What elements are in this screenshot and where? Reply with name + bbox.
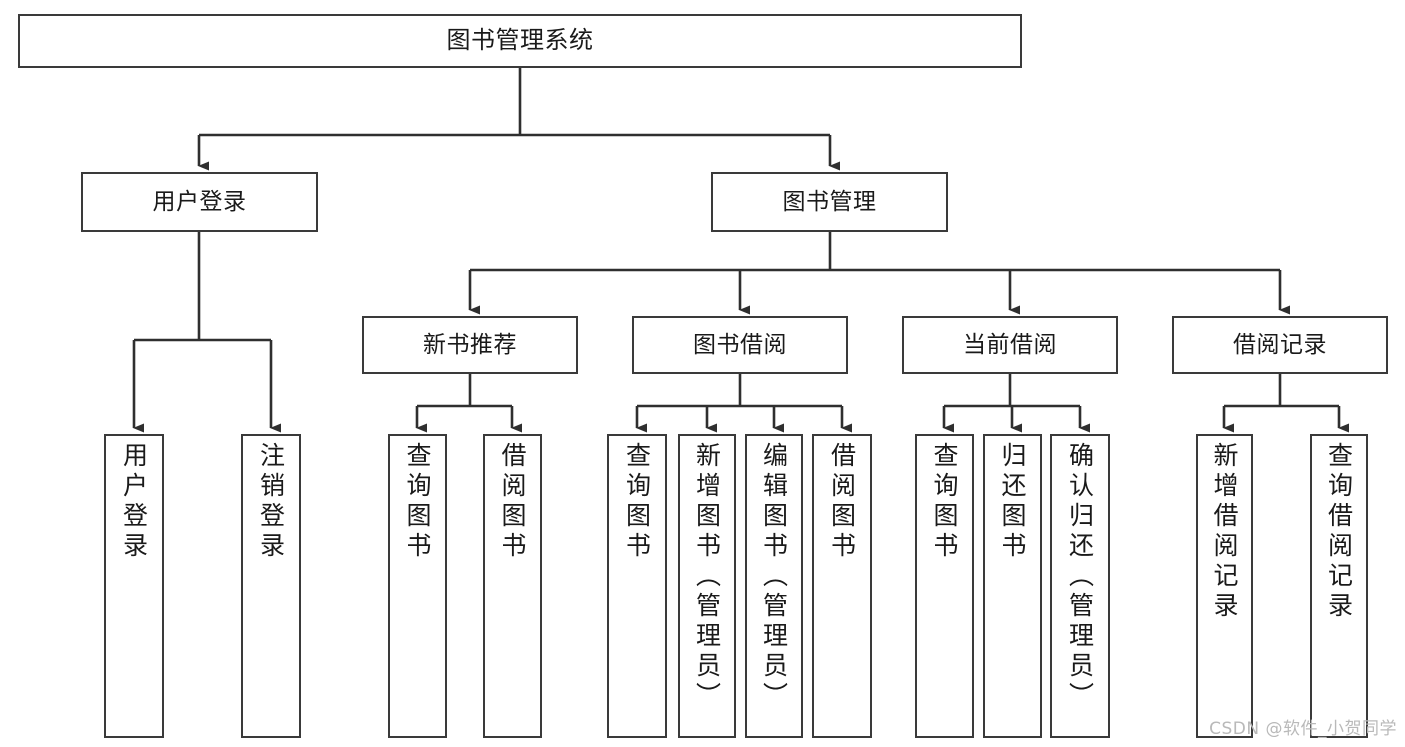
node-return-book[interactable]: 归还图书 (983, 434, 1042, 738)
node-logout[interactable]: 注销登录 (241, 434, 301, 738)
node-label: 查询借阅记录 (1324, 442, 1354, 622)
node-label: 当前借阅 (963, 331, 1057, 358)
node-edit-book-admin[interactable]: 编辑图书（管理员） (745, 434, 803, 738)
node-borrow-book-1[interactable]: 借阅图书 (483, 434, 542, 738)
node-label: 借阅记录 (1233, 331, 1327, 358)
node-add-book-admin[interactable]: 新增图书（管理员） (678, 434, 736, 738)
node-new-book-recommend[interactable]: 新书推荐 (362, 316, 578, 374)
csdn-watermark: CSDN @软件_小贺同学 (1209, 719, 1397, 739)
node-add-borrow-record[interactable]: 新增借阅记录 (1196, 434, 1253, 738)
node-book-borrow[interactable]: 图书借阅 (632, 316, 848, 374)
node-current-borrow[interactable]: 当前借阅 (902, 316, 1118, 374)
node-label: 查询图书 (930, 442, 959, 562)
node-book-management-system[interactable]: 图书管理系统 (18, 14, 1022, 68)
node-label: 确认归还（管理员） (1065, 442, 1095, 712)
node-query-book-1[interactable]: 查询图书 (388, 434, 447, 738)
node-label: 新增图书（管理员） (692, 442, 722, 712)
node-label: 新书推荐 (423, 331, 517, 358)
node-label: 用户登录 (119, 442, 149, 562)
node-query-borrow-record[interactable]: 查询借阅记录 (1310, 434, 1368, 738)
node-label: 查询图书 (403, 442, 432, 562)
node-label: 图书借阅 (693, 331, 787, 358)
node-book-management[interactable]: 图书管理 (711, 172, 948, 232)
node-borrow-book-2[interactable]: 借阅图书 (812, 434, 872, 738)
node-label: 用户登录 (152, 188, 247, 215)
node-label: 归还图书 (998, 442, 1027, 562)
node-login[interactable]: 用户登录 (104, 434, 164, 738)
node-label: 图书管理 (782, 188, 877, 215)
node-label: 借阅图书 (498, 442, 527, 562)
node-user-login[interactable]: 用户登录 (81, 172, 318, 232)
node-query-book-2[interactable]: 查询图书 (607, 434, 667, 738)
node-label: 注销登录 (256, 442, 286, 562)
node-query-book-3[interactable]: 查询图书 (915, 434, 974, 738)
node-label: 新增借阅记录 (1210, 442, 1239, 622)
node-label: 图书管理系统 (446, 26, 594, 55)
node-confirm-return-admin[interactable]: 确认归还（管理员） (1050, 434, 1110, 738)
node-label: 查询图书 (622, 442, 652, 562)
node-label: 编辑图书（管理员） (759, 442, 789, 712)
node-label: 借阅图书 (827, 442, 857, 562)
node-borrow-record[interactable]: 借阅记录 (1172, 316, 1388, 374)
